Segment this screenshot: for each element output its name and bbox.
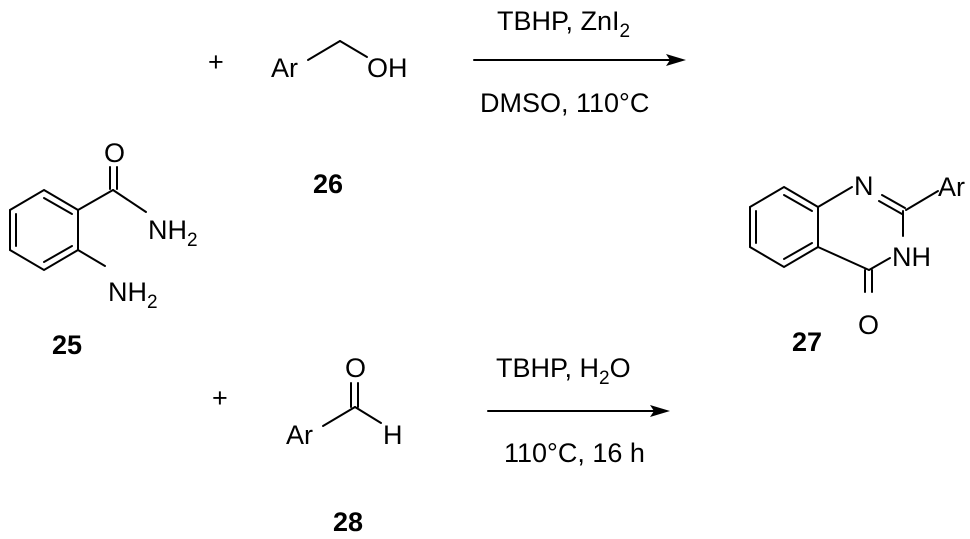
compound-27-structure: N Ar NH O [749, 171, 965, 340]
compound-25-number: 25 [52, 330, 82, 360]
plus-sign-bottom: + [212, 383, 228, 413]
amide-oxygen-label: O [104, 138, 125, 168]
compound-27-number: 27 [792, 327, 822, 357]
compound-26-structure: Ar OH [271, 40, 408, 83]
aryl-label-27: Ar [938, 172, 965, 202]
ring-nitrogen-label: N [854, 171, 874, 201]
ring-nh-label: NH [892, 242, 931, 272]
aryl-label-28: Ar [286, 420, 313, 450]
compound-25-structure: O NH2 NH2 [9, 138, 198, 313]
conditions-top: DMSO, 110°C [480, 88, 649, 118]
hydroxyl-label: OH [367, 53, 408, 83]
reaction-arrow-top [473, 54, 686, 66]
reaction-arrow-bottom [487, 405, 670, 417]
plus-sign-top: + [208, 47, 224, 77]
aldehyde-h-label: H [383, 420, 403, 450]
conditions-bottom: 110°C, 16 h [504, 438, 645, 468]
compound-26-number: 26 [313, 169, 343, 199]
aryl-label-26: Ar [271, 53, 298, 83]
reagents-top: TBHP, ZnI2 [497, 6, 630, 42]
amide-nh2-label: NH2 [148, 215, 198, 251]
compound-28-number: 28 [333, 507, 363, 537]
amine-nh2-label: NH2 [108, 277, 158, 313]
carbonyl-oxygen-label-27: O [858, 310, 879, 340]
aldehyde-oxygen-label: O [345, 353, 366, 383]
reagents-bottom: TBHP, H2O [496, 353, 631, 389]
compound-28-structure: Ar O H [286, 353, 403, 450]
